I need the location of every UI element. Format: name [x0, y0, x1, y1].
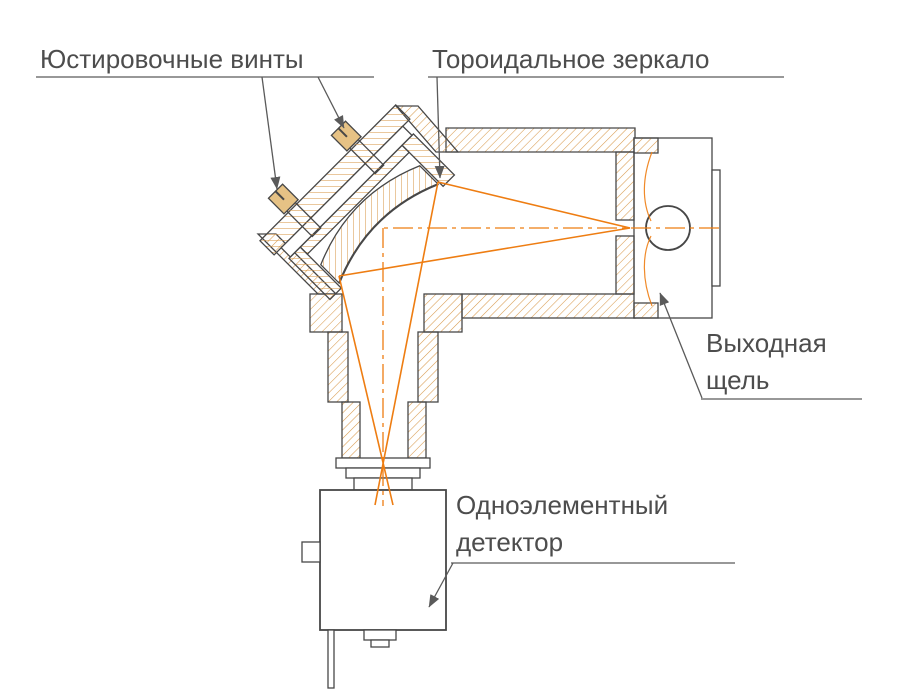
cap-curve-lower [643, 235, 653, 307]
callout-toroidal-mirror: Тороидальное зеркало [428, 44, 784, 179]
ray-mirror-to-detector-2 [338, 275, 394, 506]
adjustment-screw-upper [330, 120, 385, 175]
detector-box [319, 489, 447, 631]
tube-wall-left-upper [327, 331, 349, 403]
leader-exit-slit [659, 292, 703, 399]
screw-slot [274, 190, 285, 201]
leader-toroidal-mirror [434, 76, 445, 179]
detector-pin [327, 629, 335, 689]
leader-screw-upper [317, 76, 345, 129]
callout-exit-slit: Выходная щель [659, 292, 862, 400]
cap-corner-top [633, 137, 659, 154]
ray-slit-to-mirror-bottom [338, 227, 631, 277]
housing-bottom-wall [461, 293, 636, 319]
label-detector-line2: детектор [456, 527, 563, 557]
corner-flange-right [423, 293, 463, 333]
slit-jaw-lower [615, 235, 635, 295]
mirror-back-plate [259, 104, 411, 256]
mirror-assembly [259, 104, 456, 301]
cap-corner-bottom [633, 302, 659, 319]
label-exit-slit-line2: щель [706, 365, 769, 395]
callout-adjustment-screws: Юстировочные винты [36, 44, 374, 190]
label-adjustment-screws: Юстировочные винты [40, 44, 304, 74]
label-detector-line1: Одноэлементный [456, 490, 668, 520]
mount-band-upper [394, 105, 460, 153]
cap-curve-upper [643, 151, 653, 222]
tube-wall-right-upper [417, 331, 439, 403]
slit-jaw-upper [615, 151, 635, 221]
housing-top-wall [445, 127, 636, 153]
mirror-cell-wall-bottom [288, 246, 343, 301]
exit-housing [445, 127, 721, 319]
screw-slot [337, 127, 348, 138]
mirror-face [338, 183, 439, 284]
callout-detector: Одноэлементный детектор [428, 490, 735, 608]
ray-paths [338, 151, 719, 506]
ray-slit-to-mirror-top [437, 181, 631, 229]
leader-detector [428, 562, 454, 608]
label-toroidal-mirror: Тороидальное зеркало [432, 44, 709, 74]
detector-bottom-nub [370, 639, 390, 648]
tube-wall-right-lower [407, 401, 427, 459]
ray-mirror-to-detector-1 [374, 181, 439, 506]
tube-wall-left-lower [341, 401, 361, 459]
label-exit-slit-line1: Выходная [706, 328, 827, 358]
detector-bottom-stub [363, 629, 397, 641]
detector-side-connector [301, 541, 321, 563]
corner-flange-left [309, 293, 343, 333]
leader-screw-lower [261, 76, 281, 190]
adjustment-screw-lower [267, 183, 322, 238]
detector-assembly [301, 489, 447, 689]
